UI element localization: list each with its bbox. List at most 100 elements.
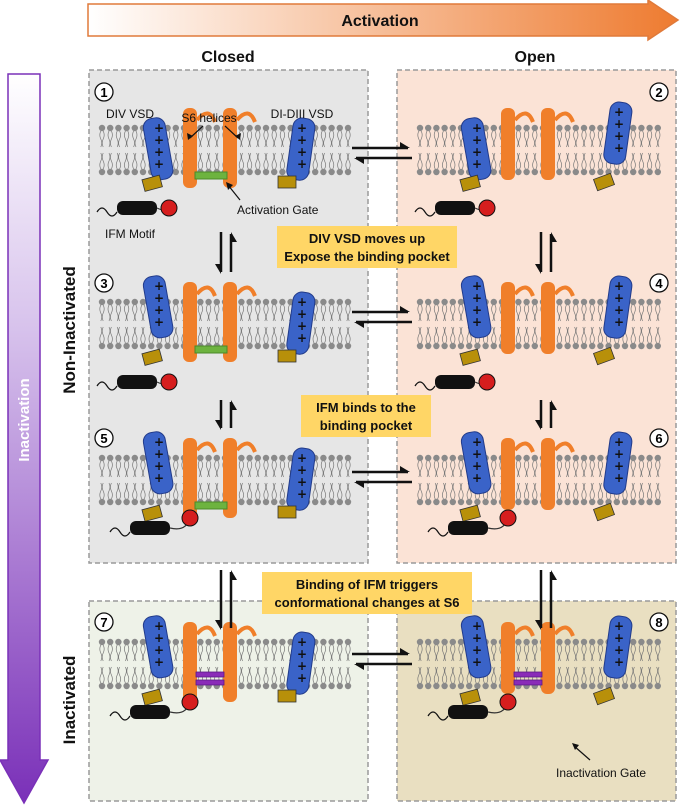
svg-text:3: 3: [100, 276, 107, 291]
s6-helix-right: [541, 622, 555, 694]
svg-text:+: +: [154, 471, 164, 485]
svg-text:+: +: [614, 315, 624, 329]
svg-text:4: 4: [655, 276, 663, 291]
ifm-linker: [117, 375, 157, 389]
div-vsd-label: DIV VSD: [106, 107, 154, 121]
svg-text:+: +: [154, 291, 164, 305]
panel-8-number: 8: [649, 612, 669, 632]
svg-text:+: +: [297, 659, 307, 673]
svg-text:+: +: [297, 295, 307, 309]
svg-text:+: +: [472, 315, 482, 329]
s6-helix-left: [501, 282, 515, 354]
horizontal-equilibrium-arrows: [352, 142, 412, 670]
di-diii-vsd: [286, 631, 316, 695]
channel-panel-3: ++++++++: [96, 275, 316, 391]
svg-text:+: +: [297, 145, 307, 159]
div-vsd: [460, 431, 492, 495]
activation-gate: [194, 501, 228, 510]
svg-text:+: +: [614, 619, 624, 633]
ifm-linker: [448, 705, 488, 719]
ifm-linker: [117, 201, 157, 215]
svg-text:+: +: [472, 447, 482, 461]
inactivation-gate-bar: [513, 671, 543, 678]
svg-text:+: +: [154, 435, 164, 449]
panel-7-number: 7: [94, 612, 114, 632]
panel-6-number: 6: [649, 428, 669, 448]
div-vsd: [142, 615, 174, 679]
ifm-ball: [160, 199, 178, 217]
svg-text:+: +: [297, 463, 307, 477]
svg-text:+: +: [472, 121, 482, 135]
channel-panel-6: ++++++++: [427, 431, 633, 537]
svg-text:2: 2: [655, 85, 662, 100]
svg-text:+: +: [614, 141, 624, 155]
channel-panel-5: ++++++++: [109, 431, 316, 537]
svg-text:+: +: [297, 487, 307, 501]
s6-helix-left: [183, 282, 197, 362]
inactivation-label: Inactivation: [16, 378, 33, 461]
s6-helix-left: [183, 622, 197, 702]
ifm-ball: [181, 693, 199, 711]
s6-helix-left: [183, 438, 197, 518]
s6-helices-label: S6 helices: [181, 111, 236, 125]
svg-text:+: +: [472, 459, 482, 473]
svg-text:+: +: [154, 157, 164, 171]
ifm-linker: [435, 375, 475, 389]
panel-1-number: 1: [94, 82, 114, 102]
svg-text:+: +: [472, 435, 482, 449]
svg-text:+: +: [472, 303, 482, 317]
svg-text:7: 7: [100, 615, 107, 630]
div-vsd: [142, 275, 174, 339]
div-vsd: [142, 431, 174, 495]
svg-text:Expose the binding pocket: Expose the binding pocket: [284, 249, 450, 264]
svg-text:+: +: [297, 157, 307, 171]
svg-text:+: +: [614, 655, 624, 669]
svg-text:+: +: [154, 631, 164, 645]
svg-text:+: +: [472, 157, 482, 171]
svg-text:binding pocket: binding pocket: [320, 418, 413, 433]
svg-text:+: +: [472, 631, 482, 645]
svg-text:+: +: [154, 303, 164, 317]
channel-panel-8: ++++++++: [427, 615, 633, 721]
svg-text:+: +: [297, 307, 307, 321]
ifm-linker: [435, 201, 475, 215]
s6-helix-right: [541, 108, 555, 180]
svg-text:+: +: [614, 117, 624, 131]
svg-text:+: +: [472, 145, 482, 159]
s6-helix-left: [183, 108, 197, 188]
svg-text:6: 6: [655, 431, 662, 446]
svg-text:8: 8: [655, 615, 662, 630]
di-diii-vsd-label: DI-DIII VSD: [271, 107, 334, 121]
channel-panel-7: ++++++++: [109, 615, 316, 721]
svg-text:+: +: [614, 129, 624, 143]
channel-panel-4: ++++++++: [414, 275, 633, 391]
svg-text:+: +: [614, 291, 624, 305]
div-vsd: [460, 615, 492, 679]
ifm-ball: [478, 199, 496, 217]
svg-text:+: +: [154, 315, 164, 329]
svg-text:+: +: [297, 671, 307, 685]
panel-5-number: 5: [94, 428, 114, 448]
svg-text:+: +: [297, 133, 307, 147]
ifm-motif-label: IFM Motif: [105, 227, 156, 241]
activation-gate: [194, 171, 228, 180]
svg-text:+: +: [472, 643, 482, 657]
inactivated-label: Inactivated: [60, 656, 79, 745]
svg-text:+: +: [472, 279, 482, 293]
ifm-linker: [130, 521, 170, 535]
di-diii-vsd: [286, 117, 316, 181]
non-inactivated-label: Non-Inactivated: [60, 266, 79, 394]
di-diii-vsd: [603, 101, 633, 165]
svg-text:+: +: [614, 643, 624, 657]
svg-text:+: +: [297, 647, 307, 661]
di-diii-vsd: [603, 275, 633, 339]
svg-text:5: 5: [100, 431, 107, 446]
activation-label: Activation: [341, 13, 418, 30]
open-region: [396, 69, 677, 564]
div-vsd: [142, 117, 174, 181]
svg-text:+: +: [614, 303, 624, 317]
ifm-linker: [448, 521, 488, 535]
svg-text:+: +: [154, 447, 164, 461]
callout-div-vsd: DIV VSD moves up Expose the binding pock…: [277, 226, 457, 268]
